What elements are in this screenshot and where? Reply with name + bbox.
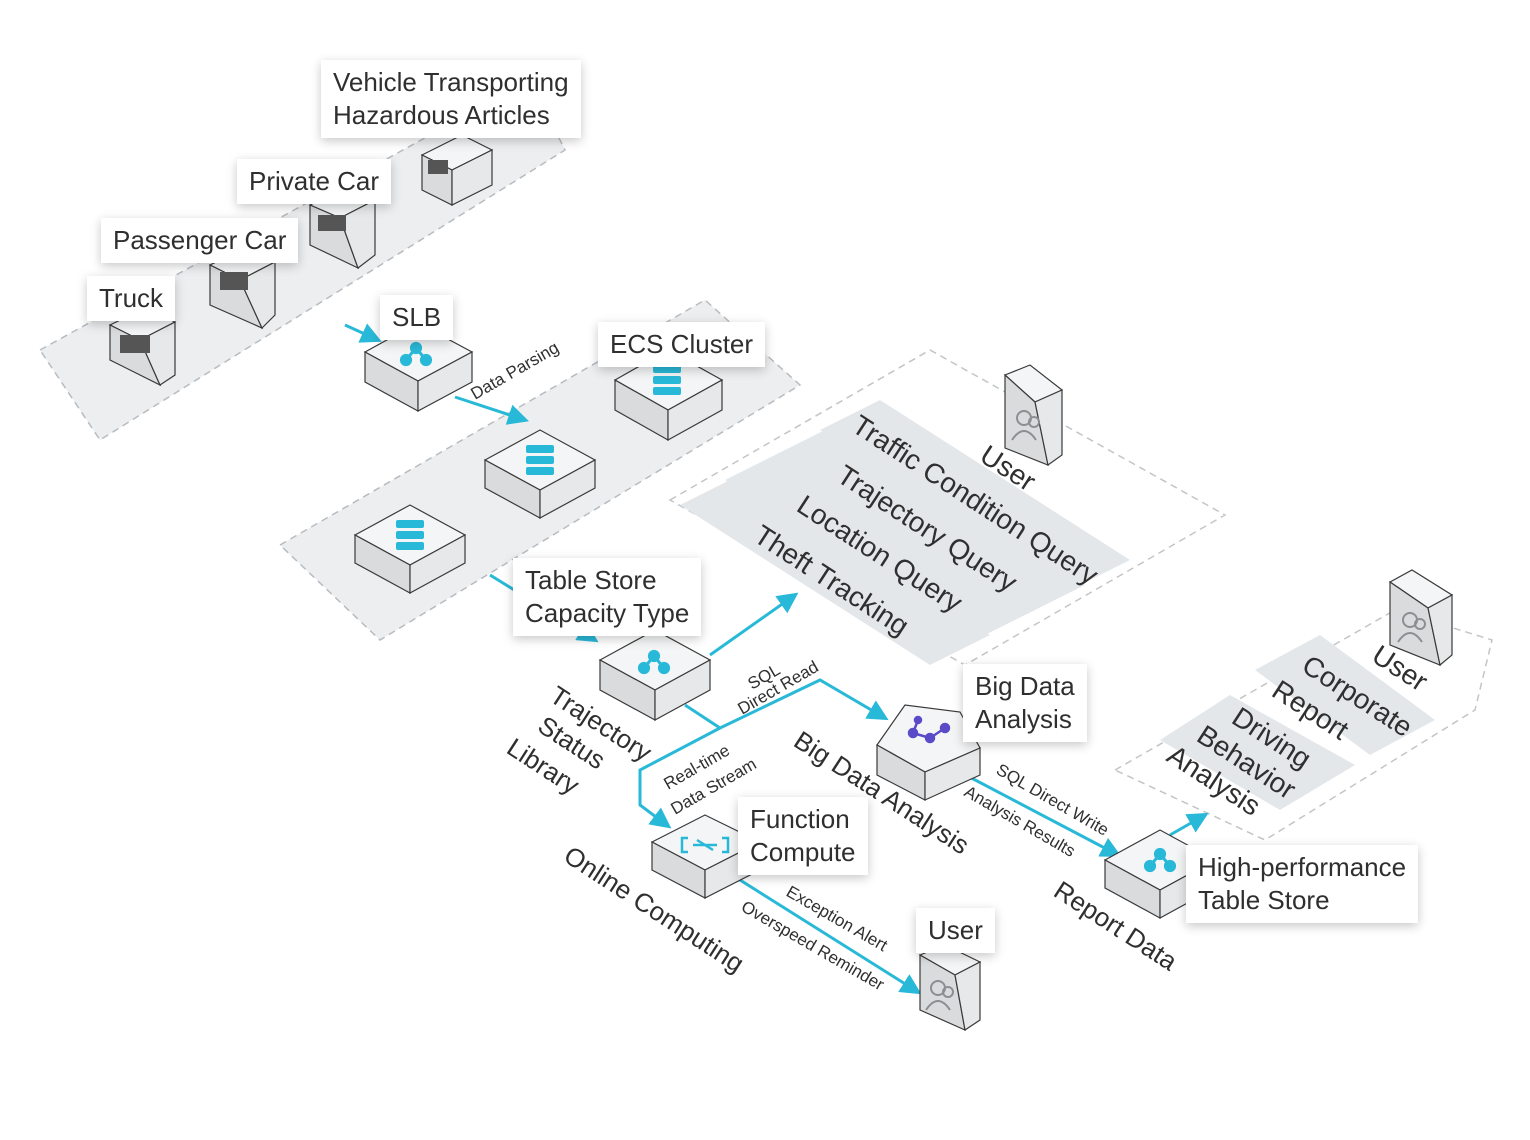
- truck-label: Truck: [99, 283, 164, 313]
- ecs-server-3: [353, 504, 467, 595]
- passenger-car-callout: Passenger Car: [101, 218, 299, 263]
- slb-callout: SLB: [380, 295, 454, 340]
- passenger-car-label: Passenger Car: [113, 225, 287, 255]
- query-bands: [680, 400, 1130, 665]
- function-compute-line2: Compute: [750, 837, 856, 867]
- hp-table-store-line2: Table Store: [1198, 885, 1330, 915]
- big-data-box: [876, 704, 981, 801]
- function-compute-line1: Function: [750, 804, 850, 834]
- hp-table-store-callout: High-performance Table Store: [1186, 845, 1419, 923]
- table-store-callout: Table Store Capacity Type: [513, 558, 702, 636]
- report-user-device: [1388, 569, 1454, 667]
- function-compute-callout: Function Compute: [738, 797, 868, 875]
- report-zone: [1113, 609, 1493, 841]
- alert-user-device: [918, 944, 982, 1032]
- table-store-line2: Capacity Type: [525, 598, 690, 628]
- flow-arrows: [344, 323, 1209, 995]
- hp-table-store-line1: High-performance: [1198, 852, 1407, 882]
- hazardous-line2: Hazardous Articles: [333, 100, 550, 130]
- truck-callout: Truck: [87, 276, 176, 321]
- table-store-line1: Table Store: [525, 565, 657, 595]
- device-hazardous: [420, 134, 494, 206]
- private-car-label: Private Car: [249, 166, 380, 196]
- private-car-callout: Private Car: [237, 159, 392, 204]
- hazardous-vehicle-callout: Vehicle Transporting Hazardous Articles: [321, 60, 581, 138]
- ecs-cluster-label: ECS Cluster: [610, 329, 754, 359]
- ecs-server-2: [483, 429, 597, 520]
- table-store-box: [598, 629, 712, 722]
- big-data-line2: Analysis: [975, 704, 1072, 734]
- hazardous-line1: Vehicle Transporting: [333, 67, 569, 97]
- big-data-line1: Big Data: [975, 671, 1075, 701]
- ecs-cluster-callout: ECS Cluster: [598, 322, 766, 367]
- alert-user-callout: User: [916, 908, 995, 953]
- query-user-device: [1003, 364, 1064, 467]
- sql-direct-read-line2: Direct Read: [735, 657, 822, 718]
- slb-label: SLB: [392, 302, 442, 332]
- alert-user-label: User: [928, 915, 983, 945]
- big-data-callout: Big Data Analysis: [963, 664, 1087, 742]
- report-bands: [1160, 635, 1435, 810]
